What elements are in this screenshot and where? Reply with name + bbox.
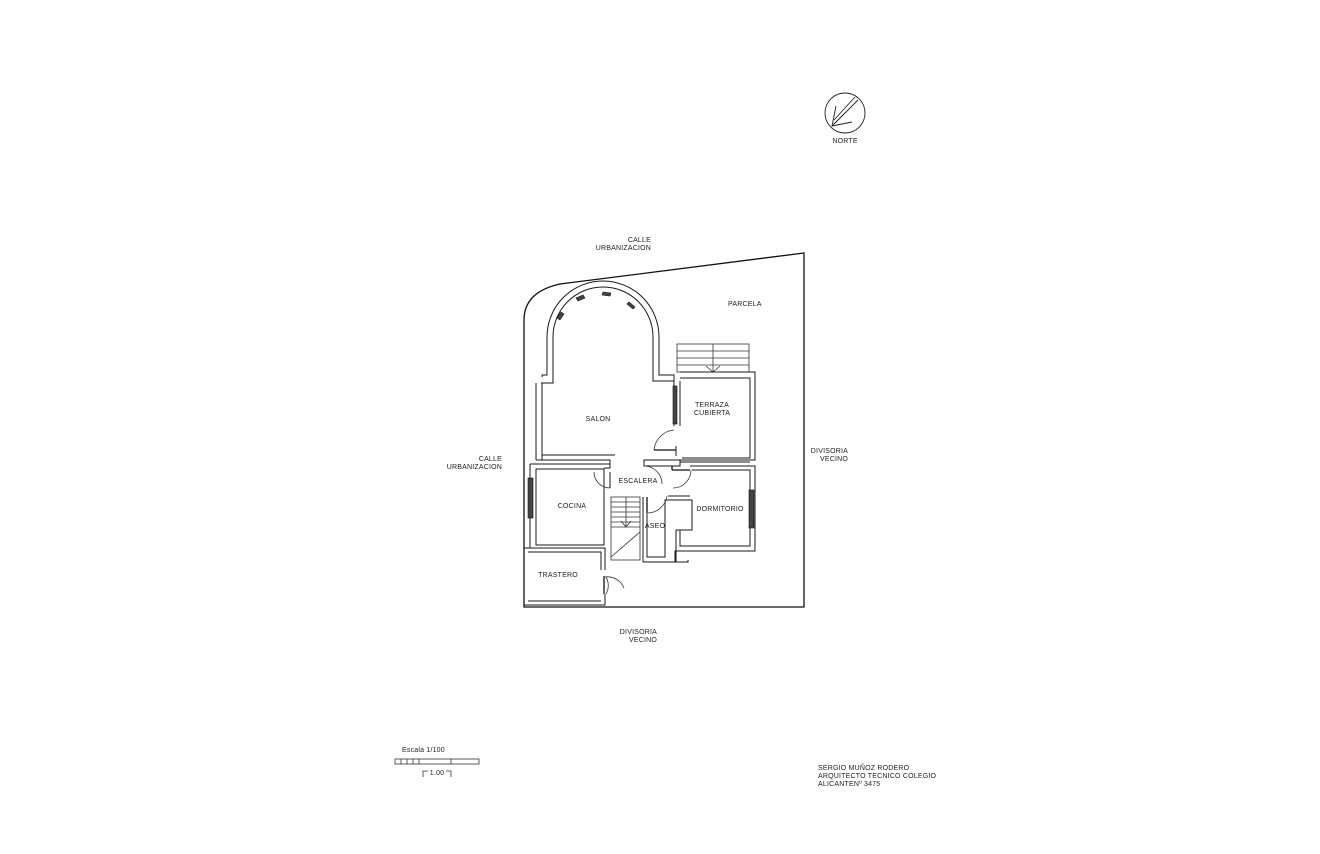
room-label-aseo: ASEO bbox=[645, 523, 666, 530]
cocina-walls bbox=[527, 463, 610, 548]
aseo-walls bbox=[642, 495, 693, 563]
room-label-dormitorio: DORMITORIO bbox=[696, 506, 744, 513]
dormitorio-window bbox=[748, 489, 755, 529]
room-label-trastero: TRASTERO bbox=[538, 572, 578, 579]
door-salon-escalera bbox=[643, 465, 663, 485]
door-aseo bbox=[646, 495, 668, 514]
street-left-line2: URBANIZACION bbox=[447, 464, 502, 471]
door-salon-terraza bbox=[653, 429, 677, 456]
scale-dimension: 1.00 bbox=[430, 770, 444, 777]
door-cocina bbox=[593, 471, 611, 489]
room-label-terraza-line1: TERRAZA bbox=[695, 402, 729, 409]
room-label-salon: SALON bbox=[586, 416, 611, 423]
room-label-escalera: ESCALERA bbox=[619, 478, 658, 485]
terrace-stairs bbox=[676, 343, 750, 373]
room-label-cocina: COCINA bbox=[558, 503, 587, 510]
street-top-line1: CALLE bbox=[628, 237, 651, 244]
street-top-line2: URBANIZACION bbox=[596, 245, 651, 252]
author-title: ARQUITECTO TECNICO COLEGIO bbox=[818, 773, 936, 780]
door-trastero bbox=[603, 576, 625, 595]
cocina-window bbox=[527, 477, 534, 519]
plot-boundary bbox=[523, 252, 805, 608]
north-arrow-icon bbox=[824, 92, 866, 134]
boundary-bottom-line2: VECINO bbox=[629, 637, 657, 644]
street-left-line1: CALLE bbox=[479, 456, 502, 463]
scale-title: Escala 1/100 bbox=[402, 747, 445, 754]
north-label: NORTE bbox=[832, 138, 858, 145]
terraza-walls bbox=[680, 371, 756, 461]
author-name: SERGIO MUÑOZ RODERO bbox=[818, 763, 910, 772]
scale-bar bbox=[394, 758, 480, 777]
arch-windows bbox=[556, 291, 636, 321]
boundary-right-line2: VECINO bbox=[820, 456, 848, 463]
dormitorio-walls bbox=[674, 465, 756, 562]
staircase bbox=[610, 496, 641, 561]
plot-label: PARCELA bbox=[728, 301, 762, 308]
boundary-right-line1: DIVISORIA bbox=[811, 448, 848, 455]
boundary-bottom-line1: DIVISORIA bbox=[620, 629, 657, 636]
salon-walls bbox=[535, 280, 681, 469]
door-dormitorio bbox=[671, 466, 692, 489]
salon-window bbox=[672, 385, 678, 425]
room-label-terraza-line2: CUBIERTA bbox=[694, 410, 730, 417]
author-college: ALICANTENº 3475 bbox=[818, 781, 880, 788]
trastero-walls bbox=[524, 547, 606, 606]
central-wall bbox=[643, 459, 750, 467]
